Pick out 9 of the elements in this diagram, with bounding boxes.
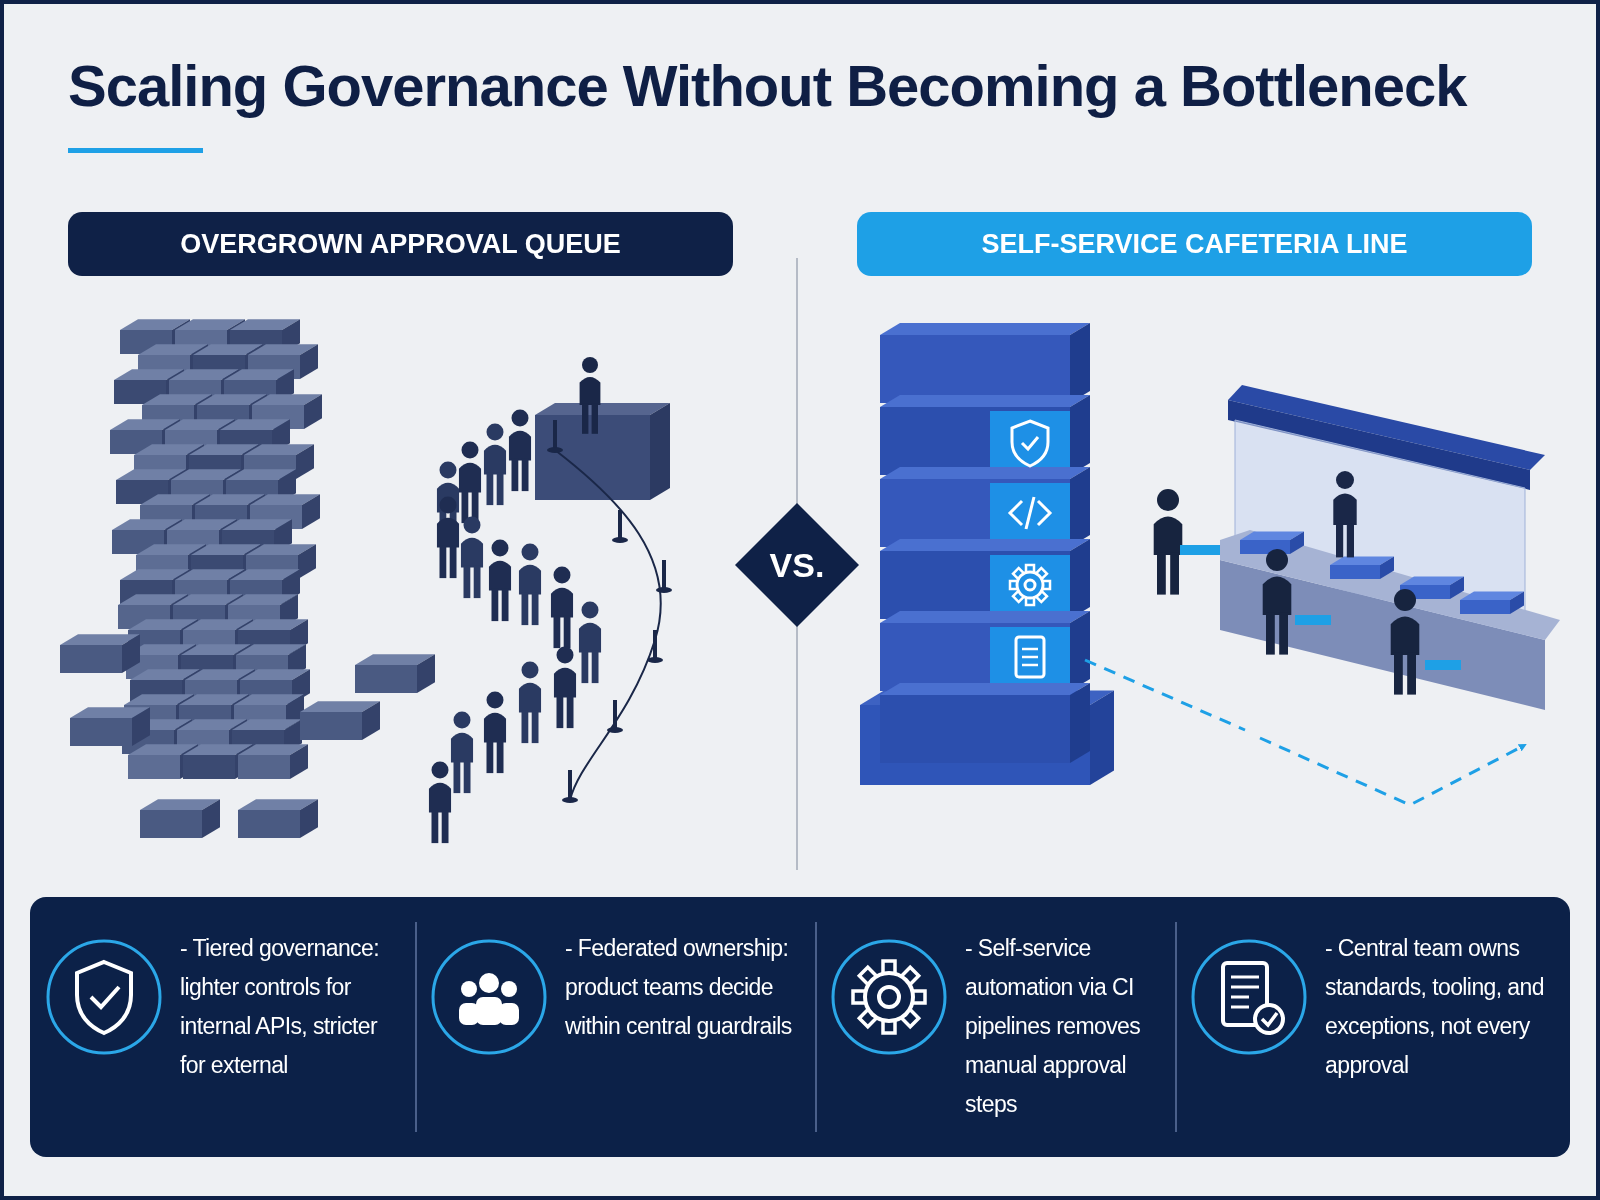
title: Scaling Governance Without Becoming a Bottleneck	[68, 52, 1467, 119]
summary-text: - Tiered governance: lighter controls for internal APIs, stricter for external	[180, 934, 380, 1080]
summary-text: - Self-service automation via CI pipelines removes manual approval steps	[965, 934, 1142, 1119]
comparison-diamond: VS.	[735, 503, 859, 627]
section-header: OVERGROWN APPROVAL QUEUE	[68, 212, 733, 276]
section-header: SELF-SERVICE CAFETERIA LINE	[857, 212, 1532, 276]
summary-panel	[30, 897, 1570, 1157]
summary-text: - Federated ownership: product teams decide within central guardrails	[565, 934, 793, 1041]
summary-text: - Central team owns standards, tooling, and exceptions, not every approval	[1325, 934, 1545, 1080]
